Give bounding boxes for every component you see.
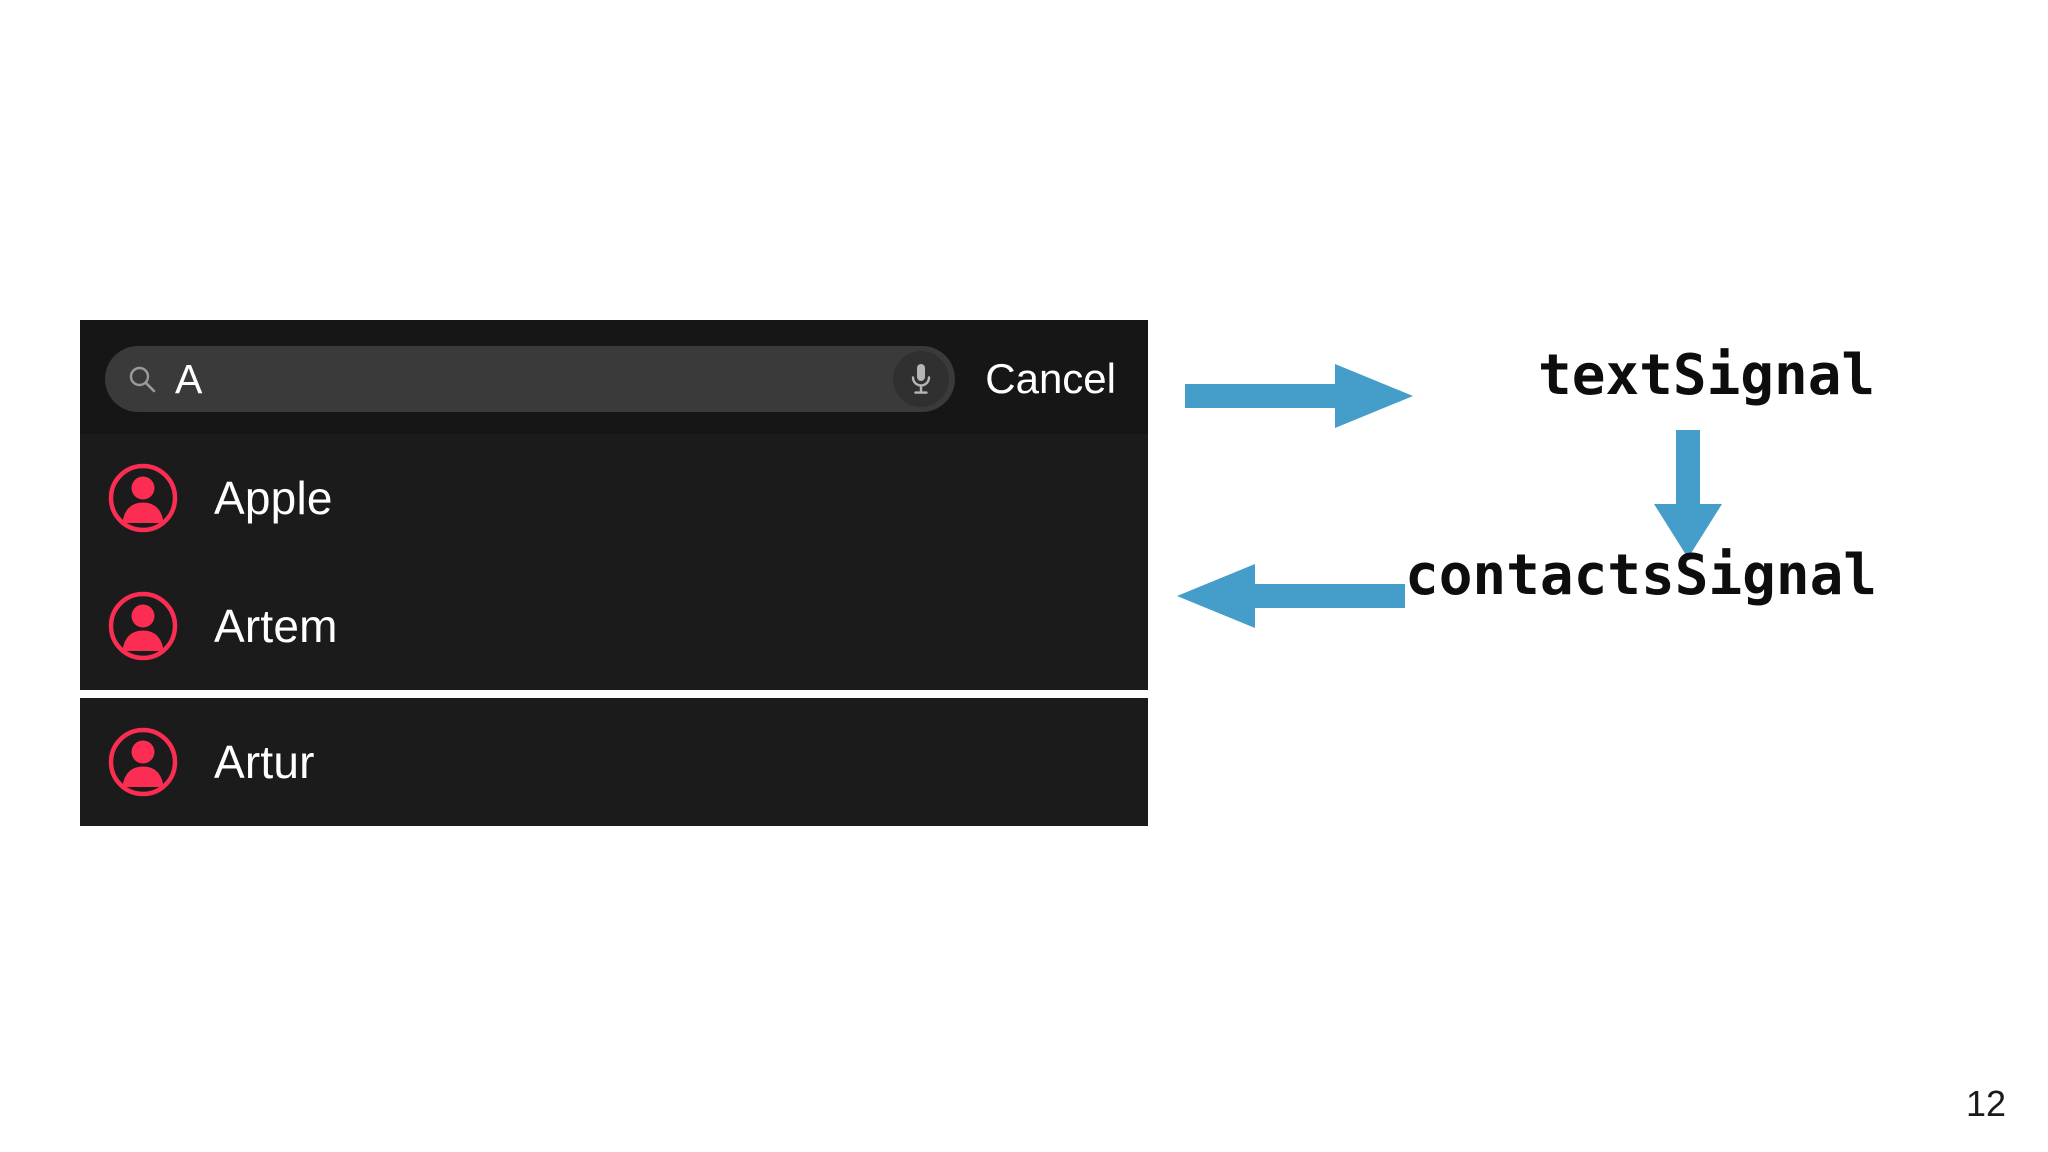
contacts-signal-label: contactsSignal <box>1405 543 1878 608</box>
contact-name: Artur <box>214 736 315 788</box>
contact-name: Apple <box>214 472 333 524</box>
contacts-group-secondary: Artur <box>80 698 1148 826</box>
arrow-down-icon <box>1654 430 1722 558</box>
person-circle-icon <box>108 727 178 797</box>
search-input[interactable]: A <box>105 346 956 412</box>
text-signal-label: textSignal <box>1538 343 1876 408</box>
person-circle-icon <box>108 591 178 661</box>
list-item[interactable]: Artur <box>80 698 1148 826</box>
contact-name: Artem <box>214 600 338 652</box>
signal-flow-diagram: textSignal contactsSignal <box>1177 330 2025 680</box>
search-icon <box>129 366 156 393</box>
list-item[interactable]: Apple <box>80 434 1148 562</box>
microphone-button[interactable] <box>893 351 950 407</box>
contacts-search-screen: A Cancel Apple <box>80 320 1148 826</box>
contacts-group-primary: Apple Artem <box>80 434 1148 690</box>
search-row: A Cancel <box>80 346 1148 412</box>
search-bar-container: A Cancel <box>80 320 1148 434</box>
page-number: 12 <box>1965 1083 2006 1124</box>
list-item[interactable]: Artem <box>80 562 1148 690</box>
cancel-button[interactable]: Cancel <box>985 355 1116 402</box>
search-input-value: A <box>175 355 203 402</box>
arrow-right-icon <box>1185 364 1413 428</box>
group-divider <box>80 690 1148 694</box>
person-circle-icon <box>108 463 178 533</box>
microphone-icon <box>912 364 931 394</box>
arrow-left-icon <box>1177 564 1405 628</box>
